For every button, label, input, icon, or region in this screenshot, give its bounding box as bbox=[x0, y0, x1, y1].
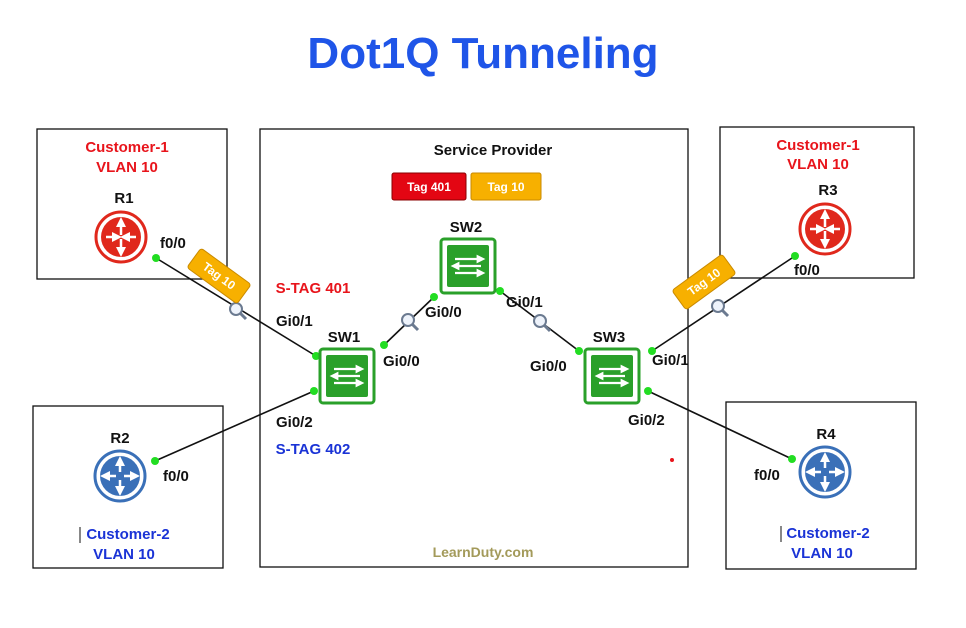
device-label-r3: R3 bbox=[818, 182, 837, 199]
legend-tag401 bbox=[391, 172, 467, 201]
packet-capture-icon bbox=[532, 313, 552, 333]
iface-sw1-gi01: Gi0/1 bbox=[276, 313, 313, 330]
packet-capture-icon bbox=[400, 312, 420, 332]
device-label-sw2: SW2 bbox=[450, 219, 483, 236]
vlan-label-right-bottom: VLAN 10 bbox=[791, 545, 853, 562]
switch-arrows-icon bbox=[329, 364, 365, 388]
legend-tag401-label: Tag 401 bbox=[407, 180, 451, 194]
router-r2[interactable] bbox=[93, 449, 147, 503]
iface-r4-f00: f0/0 bbox=[754, 467, 780, 484]
iface-sw1-gi02: Gi0/2 bbox=[276, 414, 313, 431]
device-label-sw1: SW1 bbox=[328, 329, 361, 346]
link-tag-left: Tag 10 bbox=[187, 248, 251, 304]
link-dots bbox=[151, 252, 799, 465]
iface-sw2-gi00: Gi0/0 bbox=[425, 304, 462, 321]
vlan-label-right-top: VLAN 10 bbox=[787, 156, 849, 173]
router-arrows-icon bbox=[106, 217, 136, 257]
legend-tag10-label: Tag 10 bbox=[487, 180, 524, 194]
switch-arrows-icon bbox=[594, 364, 630, 388]
site-box-right-top bbox=[719, 126, 915, 279]
iface-r1-f00: f0/0 bbox=[160, 235, 186, 252]
service-provider-box bbox=[259, 128, 689, 568]
vlan-label-left-top: VLAN 10 bbox=[96, 159, 158, 176]
router-r3[interactable] bbox=[798, 202, 852, 256]
iface-sw2-gi01: Gi0/1 bbox=[506, 294, 543, 311]
device-label-r4: R4 bbox=[816, 426, 836, 443]
stag-401-label: S-TAG 401 bbox=[276, 280, 351, 297]
router-arrows-icon bbox=[805, 452, 845, 492]
router-r4[interactable] bbox=[798, 445, 852, 499]
iface-sw3-gi02: Gi0/2 bbox=[628, 412, 665, 429]
stray-dot bbox=[670, 458, 674, 462]
customer-label-left-bottom: Customer-2 bbox=[86, 526, 169, 543]
device-label-r2: R2 bbox=[110, 430, 129, 447]
vlan-label-left-bottom: VLAN 10 bbox=[93, 546, 155, 563]
switch-sw2[interactable] bbox=[439, 237, 497, 295]
router-r1[interactable] bbox=[94, 210, 148, 264]
site-box-right-bottom bbox=[725, 401, 917, 570]
device-label-r1: R1 bbox=[114, 190, 133, 207]
site-box-left-bottom bbox=[32, 405, 224, 569]
customer-label-right-bottom: Customer-2 bbox=[786, 525, 869, 542]
iface-sw3-gi00: Gi0/0 bbox=[530, 358, 567, 375]
router-arrows-icon bbox=[810, 209, 840, 249]
switch-sw1[interactable] bbox=[318, 347, 376, 405]
service-provider-label: Service Provider bbox=[434, 142, 553, 159]
iface-sw3-gi01: Gi0/1 bbox=[652, 352, 689, 369]
customer-label-right-top: Customer-1 bbox=[776, 137, 859, 154]
switch-sw3[interactable] bbox=[583, 347, 641, 405]
stag-402-label: S-TAG 402 bbox=[276, 441, 351, 458]
iface-r3-f00: f0/0 bbox=[794, 262, 820, 279]
customer-label-left-top: Customer-1 bbox=[85, 139, 168, 156]
link-sw3-r4 bbox=[647, 390, 793, 460]
legend-tag10 bbox=[470, 172, 542, 201]
switch-arrows-icon bbox=[450, 254, 486, 278]
link-r2-sw1 bbox=[154, 390, 315, 462]
iface-r2-f00: f0/0 bbox=[163, 468, 189, 485]
iface-sw1-gi00: Gi0/0 bbox=[383, 353, 420, 370]
device-label-sw3: SW3 bbox=[593, 329, 626, 346]
router-arrows-icon bbox=[100, 456, 140, 496]
site-box-left-top bbox=[36, 128, 228, 280]
watermark: LearnDuty.com bbox=[433, 544, 534, 560]
page-title: Dot1Q Tunneling bbox=[307, 29, 658, 78]
